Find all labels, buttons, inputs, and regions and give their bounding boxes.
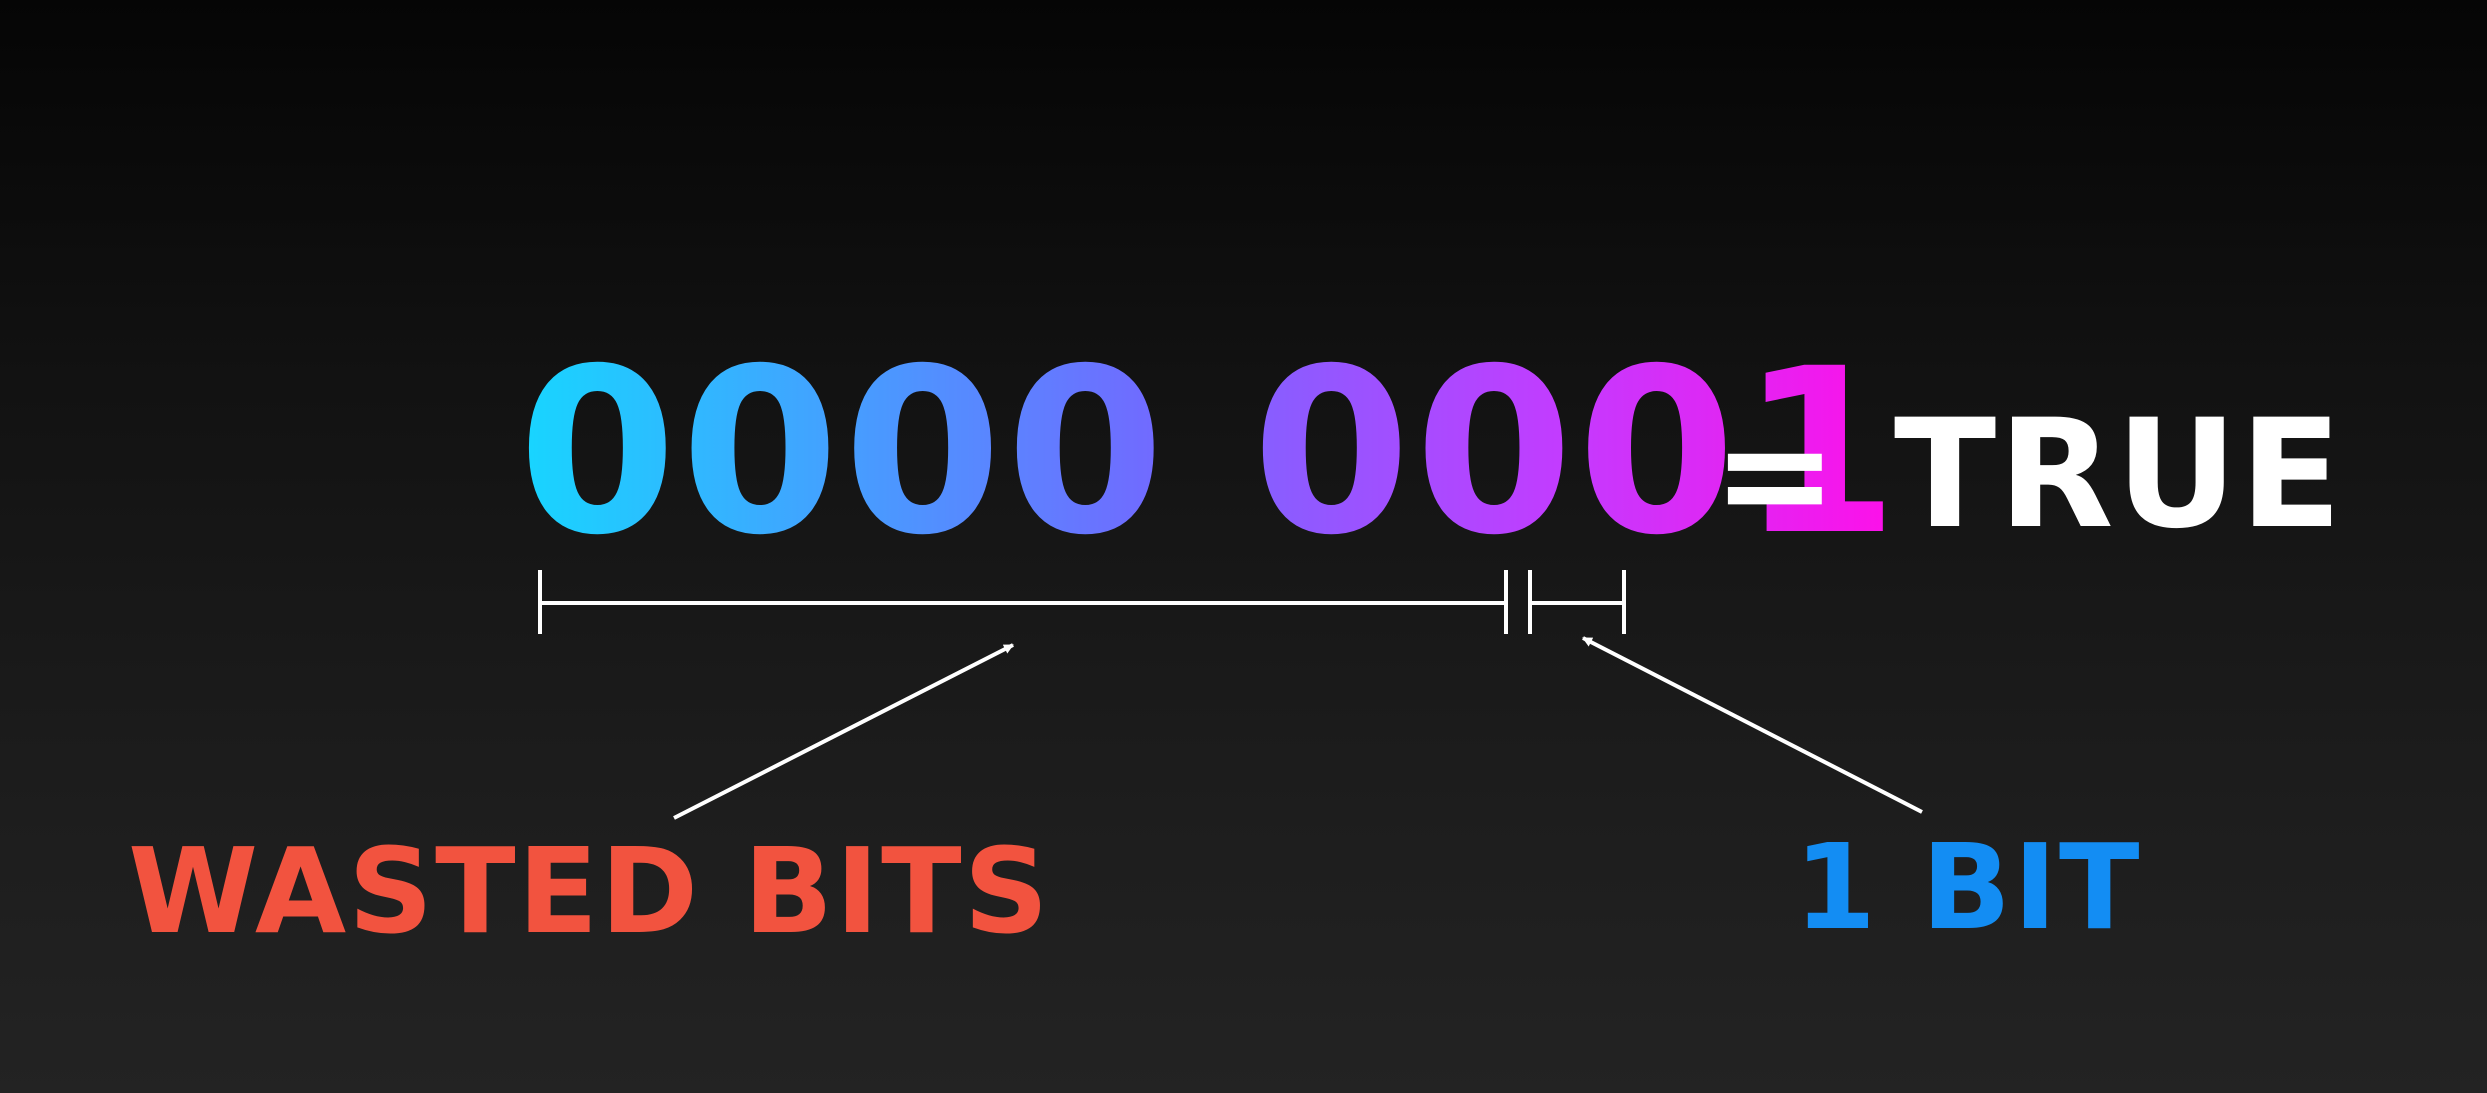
wasted-bits-bracket bbox=[538, 570, 1508, 634]
one-bit-label: 1 BIT bbox=[1794, 818, 2142, 956]
one-bit-bracket bbox=[1528, 570, 1626, 634]
equals-true-text: = TRUE bbox=[1712, 388, 2344, 562]
wasted-bits-label: WASTED BITS bbox=[128, 822, 1051, 960]
one-bit-arrow bbox=[1582, 636, 1923, 814]
wasted-bits-arrow bbox=[673, 643, 1014, 820]
binary-value: 0000 0001 bbox=[518, 319, 1903, 585]
